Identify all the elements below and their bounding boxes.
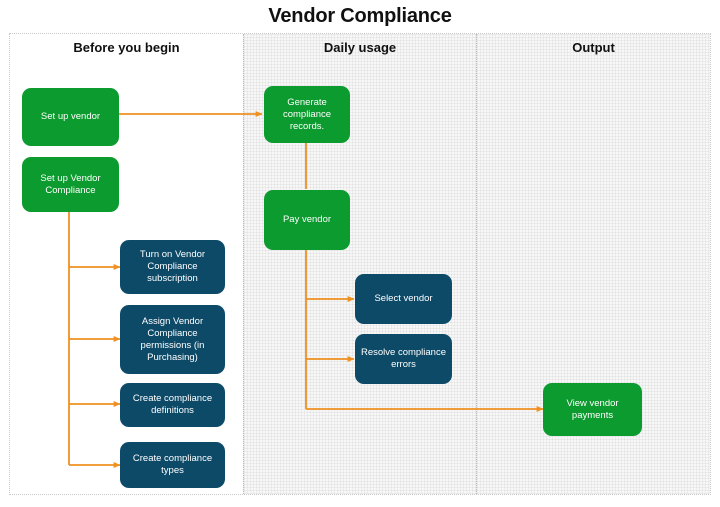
- swimlane-diagram: Before you begin Daily usage Output: [9, 33, 711, 495]
- node-label: Set up Vendor Compliance: [40, 172, 101, 196]
- node-set-up-vendor-compliance[interactable]: Set up Vendor Compliance: [22, 157, 119, 212]
- node-set-up-vendor[interactable]: Set up vendor: [22, 88, 119, 146]
- node-resolve-compliance-errors[interactable]: Resolve compliance errors: [355, 334, 452, 384]
- node-turn-on-vendor-compliance-subscription[interactable]: Turn on Vendor Compliance subscription: [120, 240, 225, 294]
- node-label: Set up vendor: [40, 111, 101, 122]
- swimlane-header-before-you-begin: Before you begin: [73, 40, 180, 55]
- node-create-compliance-definitions[interactable]: Create compliance definitions: [120, 383, 225, 427]
- node-label: Resolve compliance errors: [360, 347, 446, 370]
- node-label: Create compliance definitions: [132, 393, 213, 416]
- node-create-compliance-types[interactable]: Create compliance types: [120, 442, 225, 488]
- swimlane-daily-usage: Daily usage: [243, 34, 477, 494]
- node-label: Pay vendor: [282, 214, 332, 225]
- node-generate-compliance-records[interactable]: Generate compliance records.: [264, 86, 350, 143]
- node-label: View vendor payments: [566, 397, 619, 421]
- node-label: Create compliance types: [132, 453, 213, 476]
- page-title: Vendor Compliance: [268, 5, 452, 27]
- node-label: Assign Vendor Compliance permissions (in…: [140, 315, 205, 363]
- swimlane-header-output: Output: [572, 40, 615, 55]
- swimlane-output: Output: [477, 34, 710, 494]
- node-pay-vendor[interactable]: Pay vendor: [264, 190, 350, 250]
- node-select-vendor[interactable]: Select vendor: [355, 274, 452, 324]
- node-label: Turn on Vendor Compliance subscription: [139, 249, 206, 284]
- node-label: Select vendor: [374, 293, 433, 304]
- node-assign-vendor-compliance-permissions[interactable]: Assign Vendor Compliance permissions (in…: [120, 305, 225, 374]
- node-view-vendor-payments[interactable]: View vendor payments: [543, 383, 642, 436]
- swimlane-header-daily-usage: Daily usage: [323, 40, 397, 55]
- node-label: Generate compliance records.: [282, 96, 332, 132]
